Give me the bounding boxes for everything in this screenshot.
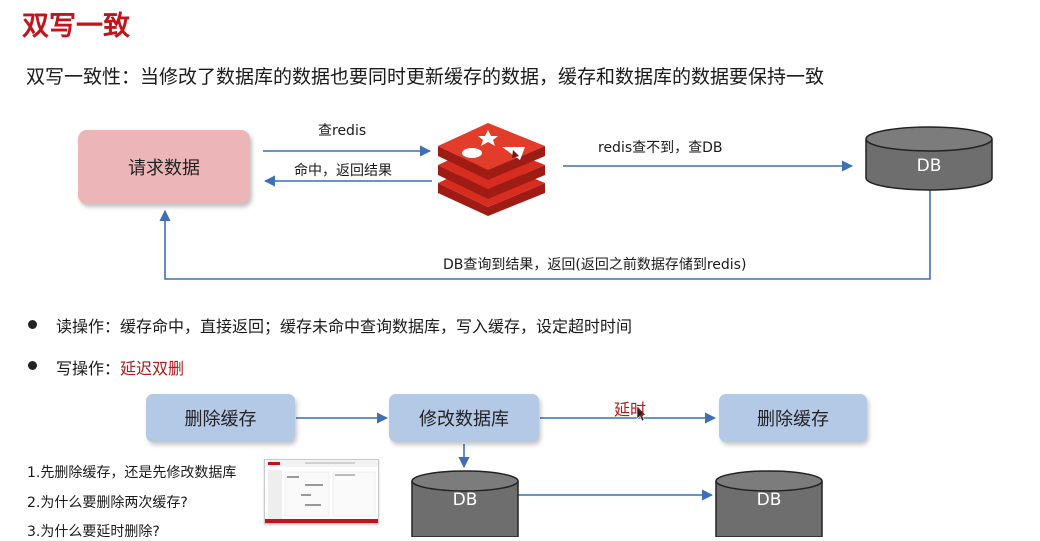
page-title: 双写一致 — [22, 11, 130, 42]
db-left-label: DB — [453, 490, 478, 510]
question-3: 3.为什么要延时删除? — [27, 524, 160, 540]
read-operation-text: 读操作：缓存命中，直接返回；缓存未命中查询数据库，写入缓存，设定超时时间 — [56, 317, 633, 336]
question-2: 2.为什么要删除两次缓存? — [27, 495, 188, 511]
write-op-prefix: 写操作： — [56, 359, 121, 378]
question-1: 1.先删除缓存，还是先修改数据库 — [27, 465, 237, 481]
mouse-cursor-icon — [636, 405, 647, 422]
db-cylinder-left-icon: DB — [411, 470, 519, 537]
label-hit-return: 命中，返回结果 — [294, 163, 392, 179]
db-cylinder-right-icon: DB — [715, 470, 823, 537]
modify-db-box: 修改数据库 — [389, 394, 539, 442]
request-data-box: 请求数据 — [78, 130, 250, 204]
db-right-label: DB — [757, 490, 782, 510]
write-op-highlight: 延迟双删 — [120, 359, 185, 378]
arrow-db-return — [159, 190, 931, 280]
bullet-dot — [28, 320, 37, 329]
top-diagram: DB — [159, 123, 993, 280]
label-db-return: DB查询到结果，返回(返回之前数据存储到redis) — [443, 257, 747, 273]
redis-logo-icon — [438, 123, 545, 216]
db-cylinder-icon: DB — [865, 126, 993, 191]
thumbnail-graphic — [265, 460, 378, 523]
delete-cache-box-2: 删除缓存 — [719, 394, 867, 442]
label-query-redis: 查redis — [318, 123, 367, 139]
label-redis-miss: redis查不到，查DB — [598, 140, 723, 156]
delete-cache-box-1: 删除缓存 — [146, 394, 295, 442]
thumbnail-image — [264, 459, 379, 524]
page-subtitle: 双写一致性：当修改了数据库的数据也要同时更新缓存的数据，缓存和数据库的数据要保持… — [26, 66, 825, 88]
delay-label: 延时 — [614, 400, 647, 419]
write-operation-text: 写操作：延迟双删 — [56, 355, 184, 379]
db-label: DB — [917, 156, 942, 176]
bullet-dot — [28, 361, 37, 370]
